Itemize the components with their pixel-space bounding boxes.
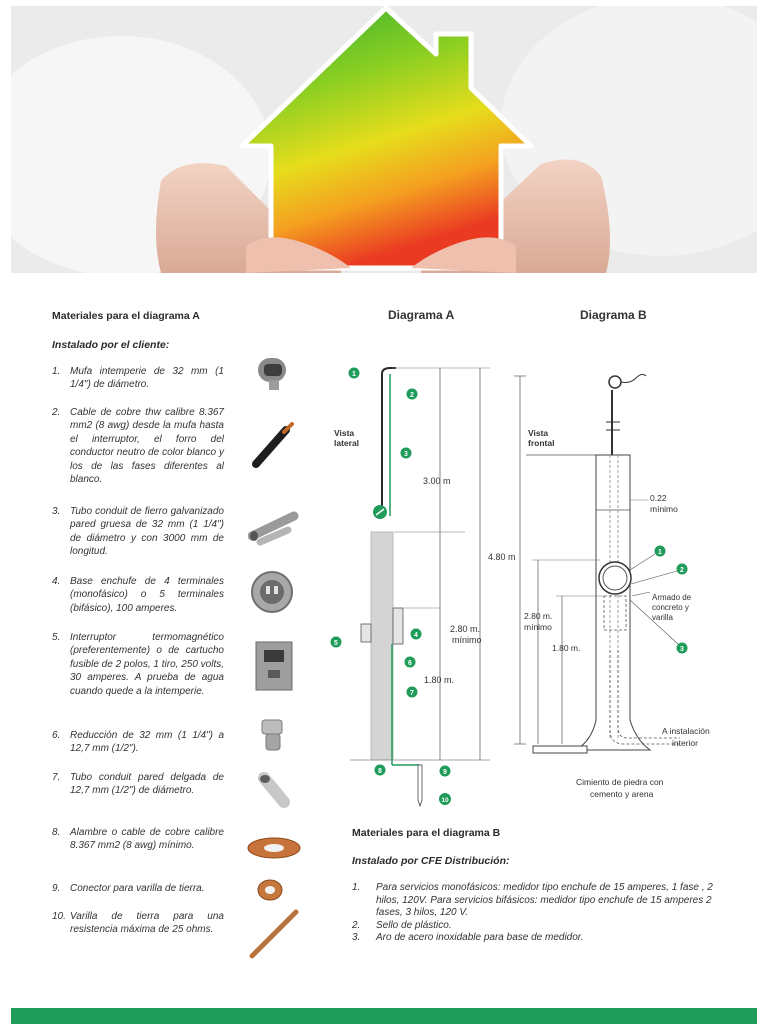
breaker [360,623,372,643]
dim-300: 3.00 m [423,476,451,486]
list-item: 3. Aro de acero inoxidable para base de … [352,932,584,944]
diagram-b: Vista frontal 0.22 mínimo 2.80 m. mínimo… [514,373,710,799]
list-item: 9. Conector para varilla de tierra. [52,883,205,894]
svg-text:4: 4 [414,632,418,639]
union-coupling [373,505,387,519]
ground-rod-icon [249,909,299,959]
callout-9: 9 [439,765,451,777]
ground-rod [417,764,423,808]
dim-280b: 2.80 m. [524,611,552,621]
view-lateral-1: Vista [334,428,354,438]
armado-label-2: concreto y [652,603,689,612]
svg-text:10: 10 [441,797,449,804]
dim-280a-min: mínimo [452,635,482,645]
armado-label-3: varilla [652,613,673,622]
list-item: 2. Cable de cobre thw calibre 8.367 mm2 … [52,407,224,486]
dim-280a: 2.80 m. [450,624,480,634]
callout-1: 1 [348,367,360,379]
list-item: 4. Base enchufe de 4 terminales (monofás… [52,576,224,614]
list-item: 1. Mufa intemperie de 32 mm (1 1/4") de … [52,366,224,391]
svg-text:2: 2 [410,392,414,399]
list-item: 10. Varilla de tierra para una resistenc… [52,911,224,936]
callout-3: 3 [400,447,412,459]
meter-base-icon [251,571,293,613]
diagram-a: 3.00 m 2.80 m. mínimo 1.80 m. 4.80 m Vis… [330,367,516,808]
callout-b-2: 2 [676,563,688,575]
dim-022-min: mínimo [650,504,678,514]
callout-8: 8 [374,764,386,776]
dim-180b: 1.80 m. [552,643,580,653]
pole [370,531,394,761]
materials-b-subtitle: Instalado por CFE Distribución: [352,855,510,867]
reducer-fitting-icon [261,719,283,751]
svg-text:7: 7 [410,690,414,697]
cimiento-label-2: cemento y arena [590,789,654,799]
materials-a-title: Materiales para el diagrama A [52,310,200,322]
mast-line [381,367,396,516]
house-hands-illustration [11,6,757,273]
svg-text:6: 6 [408,660,412,667]
callout-b-1: 1 [654,545,666,557]
svg-text:3: 3 [680,646,684,653]
copper-cable-icon [252,422,294,468]
list-item: 5. Interruptor termomagnético (preferent… [52,632,224,697]
dim-280b-min: mínimo [524,622,552,632]
list-item: 8. Alambre o cable de cobre calibre 8.36… [52,827,224,852]
diagram-a-title: Diagrama A [388,308,455,322]
armado-label-1: Armado de [652,593,692,602]
dim-480: 4.80 m [488,552,516,562]
svg-text:5: 5 [334,640,338,647]
diagram-b-title: Diagrama B [580,308,647,322]
weatherhead [608,375,622,389]
meter-base [392,607,404,645]
callout-10: 10 [439,793,451,805]
svg-text:9: 9 [443,769,447,776]
svg-text:2: 2 [680,567,684,574]
callout-6: 6 [404,656,416,668]
weatherhead-icon [258,358,286,390]
svg-text:1: 1 [352,371,356,378]
ground-clamp-icon [257,879,283,901]
galvanized-conduit-icon [248,511,299,546]
installation-diagrams: 3.00 m 2.80 m. mínimo 1.80 m. 4.80 m Vis… [330,367,710,808]
list-item: 3. Tubo conduit de fierro galvanizado pa… [52,506,224,558]
callout-2: 2 [406,388,418,400]
materials-b-list: 1. Para servicios monofásicos: medidor t… [352,882,722,945]
hero-image [11,6,757,273]
cimiento-label-1: Cimiento de piedra con [576,777,664,787]
list-item: 1. Para servicios monofásicos: medidor t… [352,882,713,919]
materials-a-subtitle: Instalado por el cliente: [52,339,170,351]
view-frontal-1: Vista [528,428,548,438]
meter [598,561,632,595]
list-item: 2. Sello de plástico. [352,919,452,931]
instalacion-label-2: interior [672,738,698,748]
dim-180a: 1.80 m. [424,675,454,685]
svg-text:3: 3 [404,451,408,458]
instalacion-label-1: A instalación [662,726,710,736]
list-item: 7. Tubo conduit pared delgada de 12,7 mm… [52,772,224,797]
list-item: 6. Reducción de 32 mm (1 1/4") a 12,7 mm… [52,730,224,755]
svg-text:8: 8 [378,768,382,775]
view-lateral-2: lateral [334,438,359,448]
svg-text:1: 1 [658,549,662,556]
callout-5: 5 [330,636,342,648]
breaker-box-icon [255,641,293,691]
materials-b-title: Materiales para el diagrama B [352,827,501,839]
copper-wire-coil-icon [247,837,301,859]
callout-7: 7 [406,686,418,698]
view-frontal-2: frontal [528,438,554,448]
callout-4: 4 [410,628,422,640]
callout-b-3: 3 [676,642,688,654]
thin-conduit-icon [258,772,290,808]
dim-022: 0.22 [650,493,667,503]
pole-front [574,454,652,751]
foundation [532,745,588,754]
footer-bar [11,1008,757,1024]
